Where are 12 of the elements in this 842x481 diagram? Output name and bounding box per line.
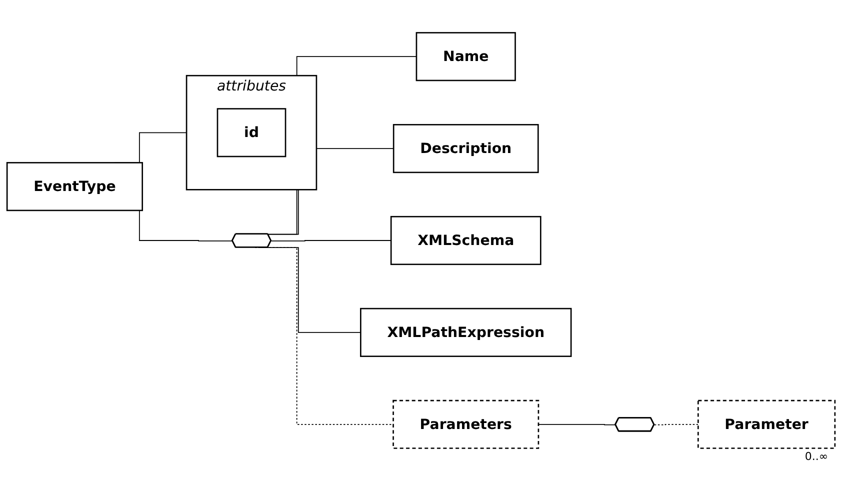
node-box: Parameters: [392, 400, 540, 449]
node-box: Name: [416, 32, 516, 82]
connector: [654, 424, 699, 426]
node-box: Parameter: [697, 400, 836, 449]
node-box: XMLSchema: [390, 216, 542, 266]
node-box: id: [216, 108, 286, 158]
connector: [270, 240, 392, 242]
connector: [538, 424, 616, 426]
cardinality-label: 0..∞: [804, 450, 828, 464]
node-box: Description: [392, 124, 539, 174]
node-box: XMLPathExpression: [360, 308, 572, 357]
node-box: EventType: [6, 162, 143, 212]
